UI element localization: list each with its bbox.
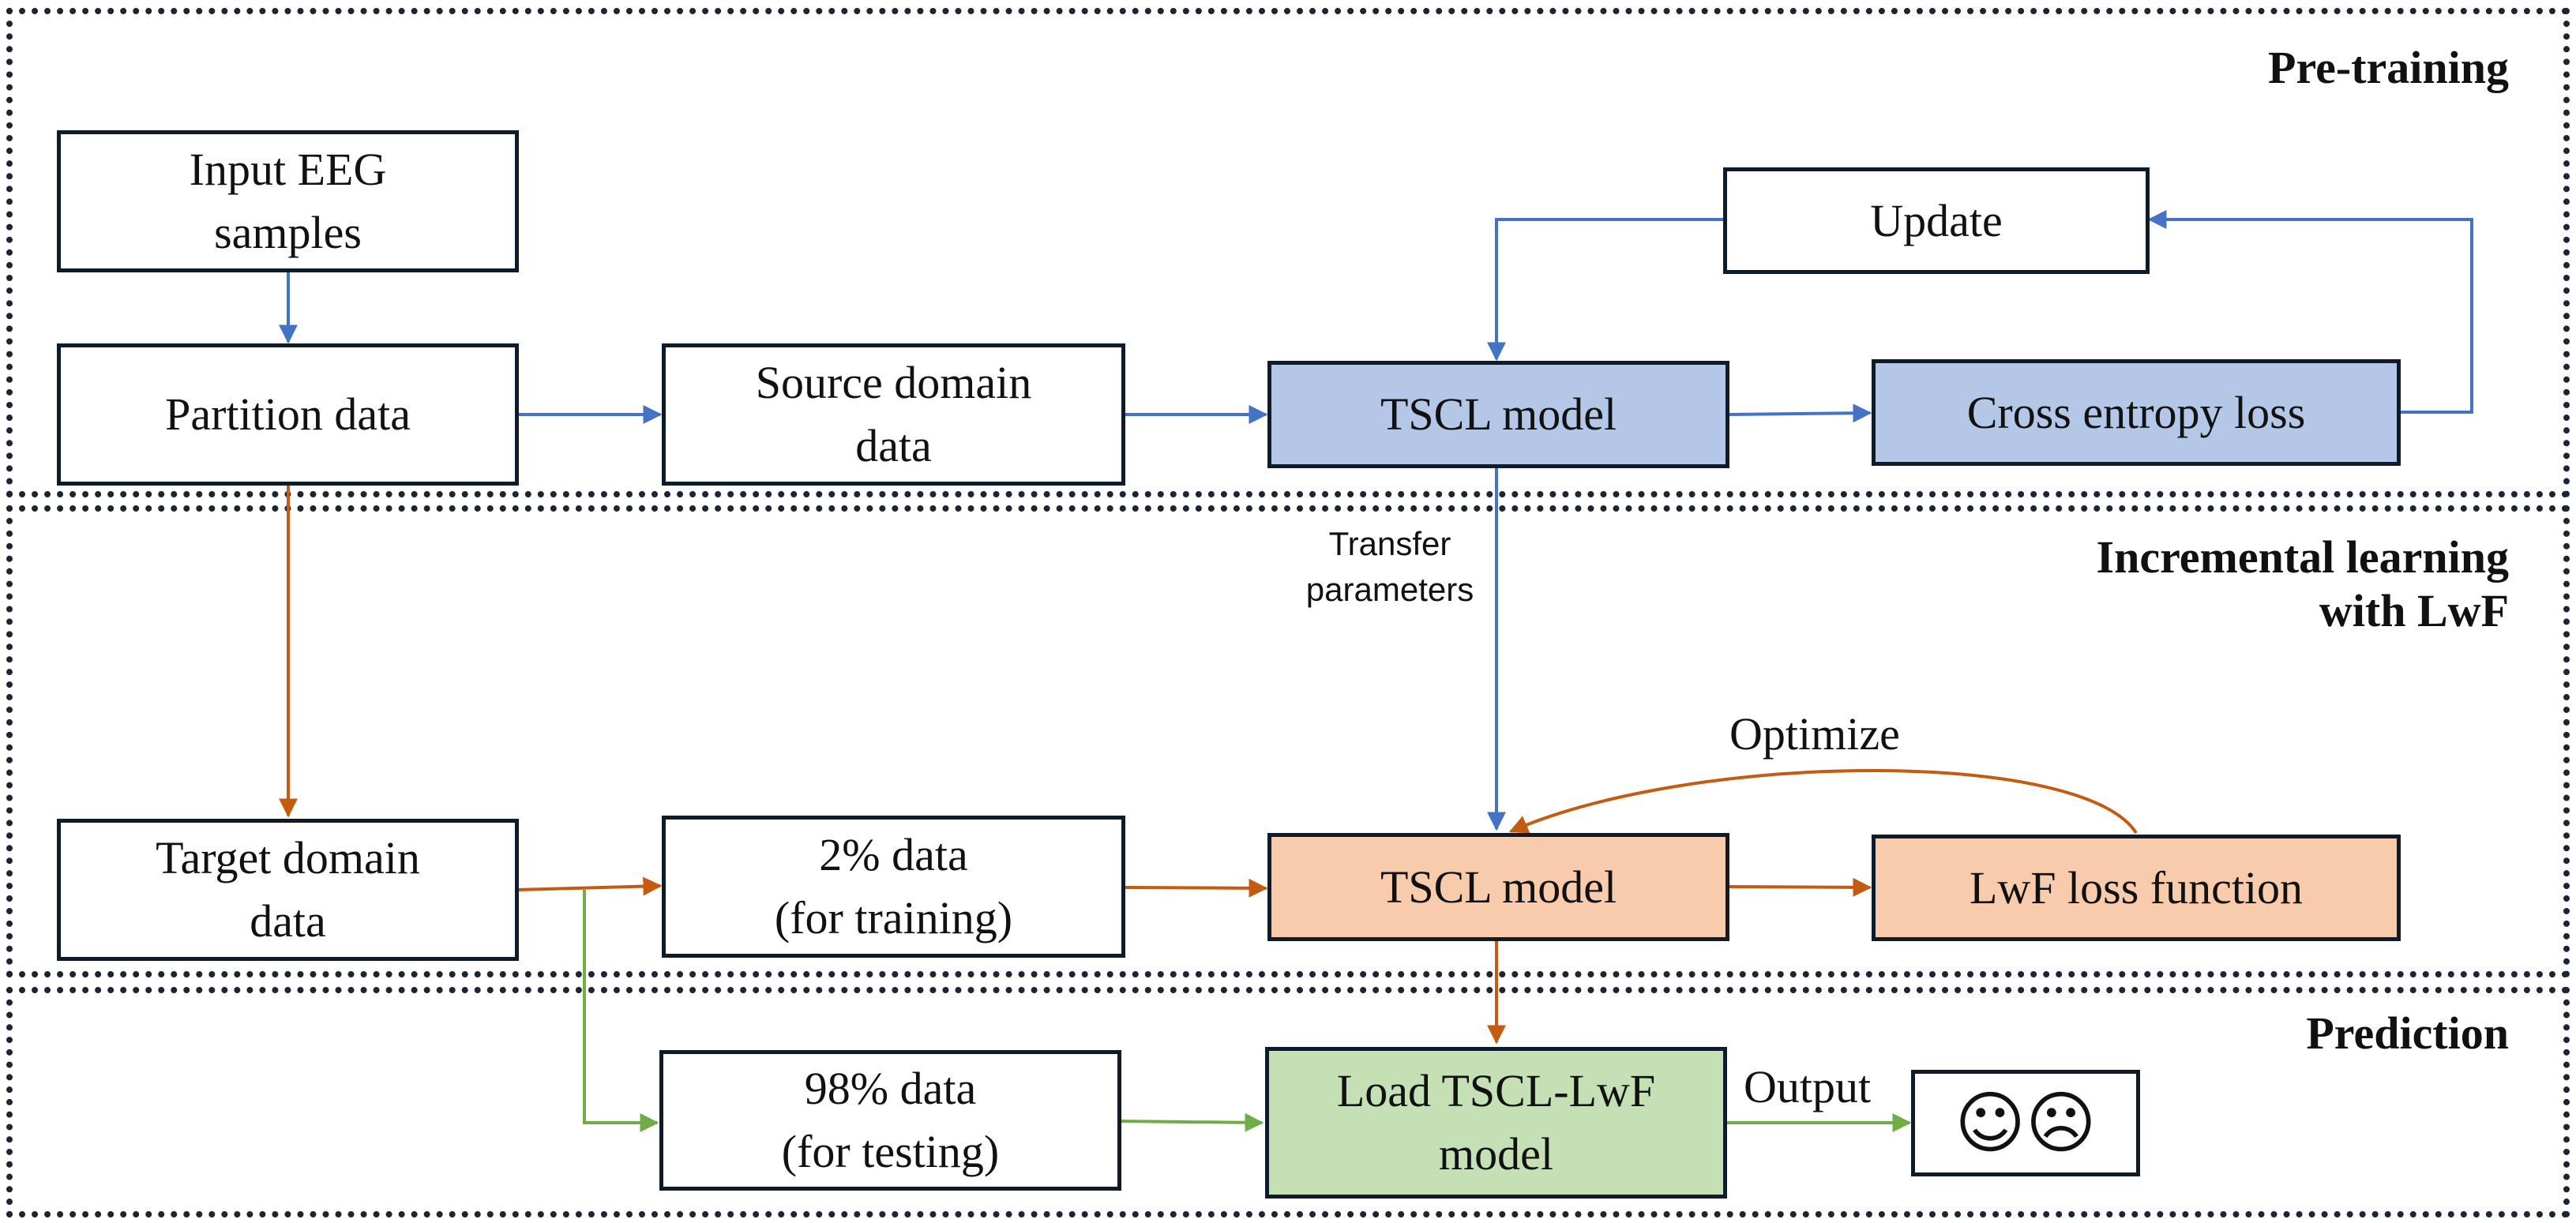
input-eeg-line1: Input EEG xyxy=(189,144,387,195)
arrow-optimize xyxy=(1508,769,2138,835)
tscl-model-pretrain-box: TSCL model xyxy=(1267,361,1729,468)
partition-data-label: Partition data xyxy=(165,388,411,440)
lwf-loss-function-label: LwF loss function xyxy=(1969,861,2304,913)
cross-entropy-loss-label: Cross entropy loss xyxy=(1966,386,2306,438)
input-eeg-line2: samples xyxy=(214,207,362,258)
incremental-title-line2: with LwF xyxy=(2319,585,2509,636)
testing-data-line2: (for testing) xyxy=(781,1126,1000,1177)
sad-face-icon: ☹ xyxy=(2026,1083,2097,1163)
training-data-box: 2% data (for training) xyxy=(662,816,1125,958)
target-domain-line2: data xyxy=(250,895,326,947)
arrow-target-to-test xyxy=(583,890,659,1132)
output-label: Output xyxy=(1744,1061,1872,1112)
testing-data-box: 98% data (for testing) xyxy=(659,1050,1121,1191)
happy-face-icon: ☺ xyxy=(1955,1083,2026,1163)
optimize-label: Optimize xyxy=(1729,708,1900,760)
target-domain-line1: Target domain xyxy=(156,832,420,883)
source-domain-line2: data xyxy=(855,420,932,471)
prediction-section xyxy=(6,987,2570,1217)
pretraining-title: Pre-training xyxy=(2268,42,2509,93)
partition-data-box: Partition data xyxy=(57,343,519,486)
update-box: Update xyxy=(1723,167,2150,274)
output-emotions-box: ☺ ☹ xyxy=(1911,1070,2140,1176)
lwf-loss-function-box: LwF loss function xyxy=(1872,835,2401,941)
load-model-line1: Load TSCL-LwF xyxy=(1336,1065,1656,1116)
tscl-model-incremental-box: TSCL model xyxy=(1267,833,1729,941)
prediction-title: Prediction xyxy=(2306,1007,2509,1059)
arrow-target-to-train xyxy=(516,876,663,896)
source-domain-line1: Source domain xyxy=(755,357,1032,408)
transfer-label-line2: parameters xyxy=(1305,571,1474,608)
training-data-line1: 2% data xyxy=(819,829,968,880)
arrow-train-to-tscl xyxy=(1125,878,1268,898)
testing-data-line1: 98% data xyxy=(804,1063,977,1114)
update-label: Update xyxy=(1870,194,2003,246)
arrow-tscl-to-crossentropy xyxy=(1727,403,1872,423)
cross-entropy-loss-box: Cross entropy loss xyxy=(1872,359,2401,466)
tscl-model-pretrain-label: TSCL model xyxy=(1380,388,1617,440)
target-domain-data-box: Target domain data xyxy=(57,819,519,961)
incremental-learning-title: Incremental learning with LwF xyxy=(2097,531,2509,638)
training-data-line2: (for training) xyxy=(774,892,1013,944)
tscl-model-incremental-label: TSCL model xyxy=(1380,861,1617,913)
load-model-line2: model xyxy=(1439,1128,1553,1180)
arrow-crossentropy-to-update xyxy=(2147,210,2473,414)
arrow-test-to-load xyxy=(1119,1112,1264,1132)
incremental-title-line1: Incremental learning xyxy=(2096,531,2509,583)
transfer-label-line1: Transfer xyxy=(1328,525,1451,562)
pretraining-section xyxy=(6,8,2570,497)
source-domain-data-box: Source domain data xyxy=(662,343,1125,486)
arrow-update-to-tscl xyxy=(1487,218,1723,362)
transfer-parameters-label: Transfer parameters xyxy=(1295,521,1485,613)
load-tscl-lwf-model-box: Load TSCL-LwF model xyxy=(1265,1047,1727,1199)
incremental-learning-section xyxy=(6,505,2570,977)
input-eeg-samples-box: Input EEG samples xyxy=(57,130,519,272)
